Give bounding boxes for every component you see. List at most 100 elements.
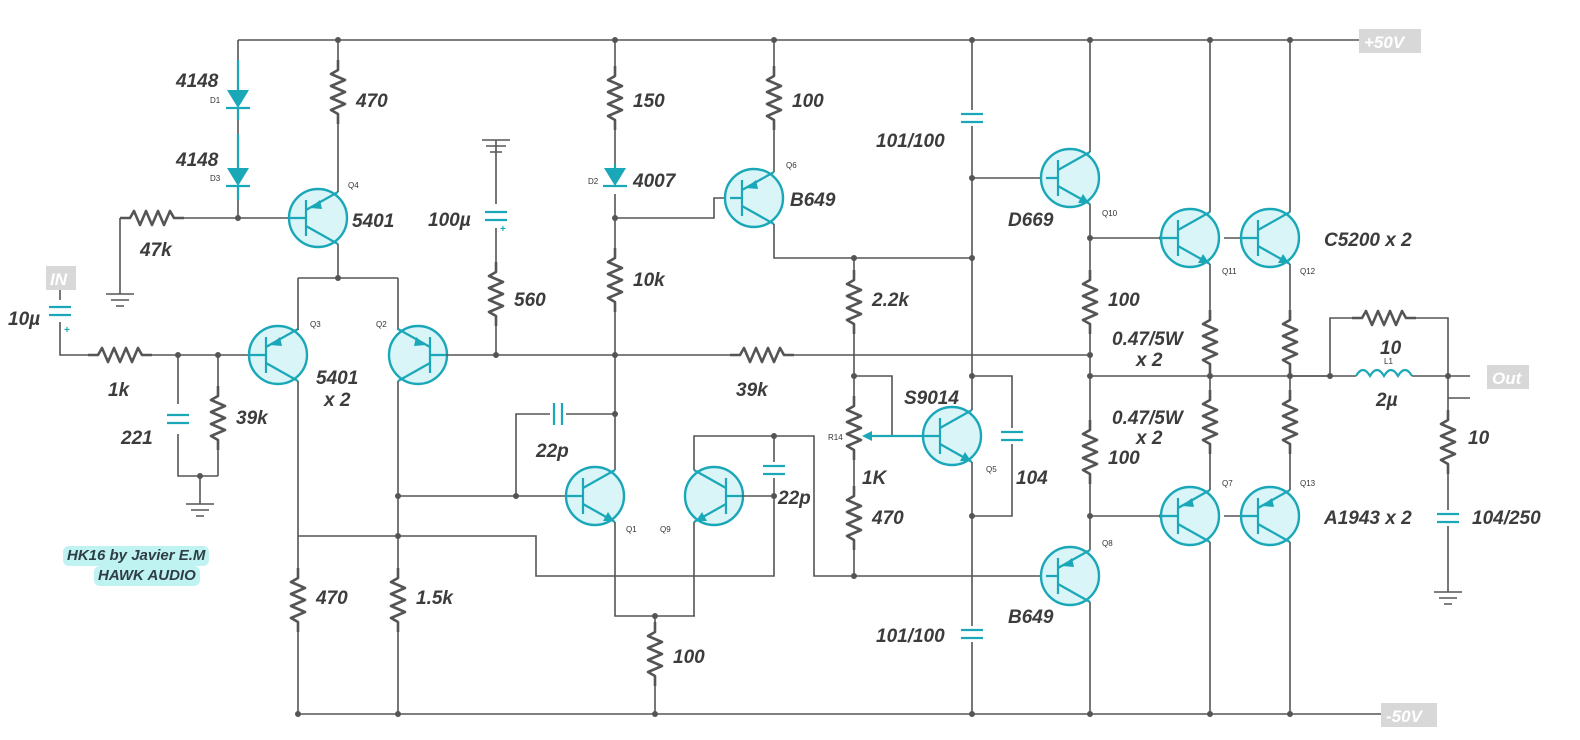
- transistor-q10: [1039, 147, 1101, 209]
- q8-ref: Q8: [1102, 539, 1113, 548]
- ground-symbol-bias: [105, 285, 135, 307]
- negative-rail-label: -50V: [1386, 707, 1424, 726]
- q4-value: 5401: [352, 211, 394, 232]
- output-label: Out: [1492, 369, 1523, 388]
- r-in-label: 1k: [108, 380, 131, 401]
- q5-value: S9014: [904, 388, 959, 409]
- rail-capacitor-bottom: [959, 628, 985, 640]
- diode-d1-value: 4148: [175, 71, 219, 92]
- transistor-q12: [1239, 207, 1301, 269]
- output-parallel-resistor: [1350, 309, 1418, 327]
- diode-d3-value: 4148: [175, 150, 219, 171]
- miller-capacitor-a: [552, 401, 564, 427]
- q9-ref: Q9: [660, 525, 671, 534]
- ground-symbol-input: [185, 495, 215, 517]
- c-in-label: 10µ: [8, 309, 40, 330]
- zobel-resistor: [1439, 408, 1457, 476]
- q6-emitter-resistor: [765, 64, 783, 132]
- q6-ref: Q6: [786, 161, 797, 170]
- q3-ref: Q3: [310, 320, 321, 329]
- r-drv-bot-label: 100: [1108, 448, 1140, 469]
- transistor-q6: [723, 167, 785, 229]
- driver-resistor-bottom: [1081, 418, 1099, 486]
- emitter-resistor-q7: [1201, 388, 1219, 456]
- transistor-q13: [1239, 485, 1301, 547]
- input-box: [46, 266, 76, 290]
- q4-ref: Q4: [348, 181, 359, 190]
- r-tail-r-label: 1.5k: [416, 588, 454, 609]
- q1-ref: Q1: [626, 525, 637, 534]
- diode-d3-ref: D3: [210, 174, 221, 183]
- q7-value: A1943 x 2: [1323, 508, 1412, 529]
- rail-capacitor-top: [959, 112, 985, 124]
- emitter-resistor-q11: [1201, 308, 1219, 376]
- q4-emitter-resistor: [329, 58, 347, 126]
- bias-top-resistor: [845, 268, 863, 336]
- r-q1q9-label: 100: [673, 647, 705, 668]
- credit-author: HK16 by Javier E.M: [63, 546, 210, 566]
- diode-d1-ref: D1: [210, 96, 221, 105]
- transistor-q11: [1159, 207, 1221, 269]
- q2q3-count: x 2: [323, 390, 351, 411]
- transistor-q8: [1039, 545, 1101, 607]
- miller-capacitor-b: [761, 464, 787, 476]
- pot-ref: R14: [828, 433, 843, 442]
- output-box: [1487, 365, 1529, 389]
- q13-ref: Q13: [1300, 479, 1316, 488]
- bias-bottom-resistor: [845, 484, 863, 552]
- transistor-q3: [247, 324, 309, 386]
- q2-ref: Q2: [376, 320, 387, 329]
- q11-ref: Q11: [1222, 267, 1237, 276]
- decoupling-resistor: [487, 260, 505, 328]
- r-out-par-label: 10: [1380, 338, 1402, 359]
- credit-company: HAWK AUDIO: [94, 566, 200, 586]
- q8-value: B649: [1008, 607, 1054, 628]
- tail-resistor-right: [389, 566, 407, 634]
- r-vas-label: 10k: [633, 270, 666, 291]
- input-filter-capacitor: [165, 413, 191, 425]
- pot-value: 1K: [862, 468, 888, 489]
- q7-ref: Q7: [1222, 479, 1233, 488]
- diode-d2-value: 4007: [632, 171, 677, 192]
- transistor-q7: [1159, 485, 1221, 547]
- negative-rail-box: [1381, 703, 1437, 727]
- emitter-resistor-q12: [1281, 308, 1299, 376]
- bias-capacitor: [999, 430, 1025, 442]
- r-bias-label: 47k: [139, 240, 173, 261]
- q10-ref: Q10: [1102, 209, 1118, 218]
- c-in-filter-label: 221: [120, 428, 153, 449]
- r-bias-bot-470: 470: [871, 508, 904, 529]
- r-tail-l-label: 470: [315, 588, 348, 609]
- input-capacitor: [47, 305, 73, 317]
- q10-value: D669: [1008, 210, 1054, 231]
- c-miller-a-label: 22p: [535, 441, 569, 462]
- svg-text:+: +: [64, 325, 70, 336]
- q3-value: 5401: [316, 368, 358, 389]
- r-d2-label: 150: [633, 91, 665, 112]
- q12-ref: Q12: [1300, 267, 1316, 276]
- ground-symbol-output: [1433, 583, 1463, 605]
- emit-bot-count: x 2: [1135, 428, 1163, 449]
- r-in-bias-label: 39k: [236, 408, 269, 429]
- bias-resistor-47k: [118, 209, 186, 227]
- inductor-ref: L1: [1384, 357, 1393, 366]
- input-resistor: [86, 346, 154, 364]
- diode-d1: [227, 90, 249, 108]
- vas-resistor-10k: [606, 246, 624, 314]
- q6-value: B649: [790, 190, 836, 211]
- output-inductor: [1355, 368, 1413, 379]
- r-fb-label: 39k: [736, 380, 769, 401]
- bias-potentiometer: [845, 394, 863, 462]
- inductor-label: 2µ: [1375, 390, 1398, 411]
- r-emit-top-label: 0.47/5W: [1112, 329, 1185, 350]
- positive-rail-label: +50V: [1364, 33, 1406, 52]
- tail-resistor-left: [289, 566, 307, 634]
- r-q6e-label: 100: [792, 91, 824, 112]
- r-bias-top-label: 2.2k: [871, 290, 910, 311]
- d2-resistor-150: [606, 64, 624, 132]
- c-rail-top-label: 101/100: [876, 131, 945, 152]
- diode-d2-ref: D2: [588, 177, 599, 186]
- transistor-q4: [287, 187, 349, 249]
- decoupling-capacitor: [483, 210, 509, 222]
- svg-text:+: +: [500, 224, 506, 235]
